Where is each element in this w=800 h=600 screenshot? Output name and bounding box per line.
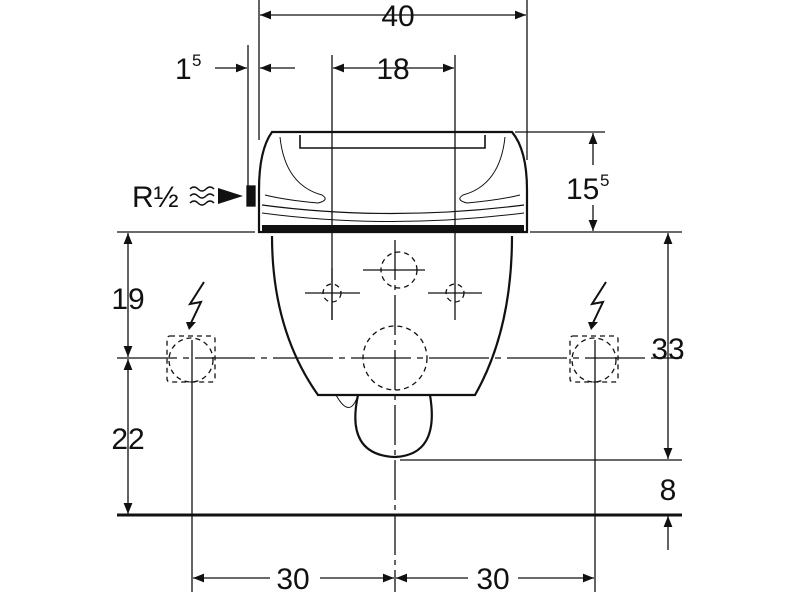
arrow-tip: [186, 322, 196, 330]
water-arrow: [218, 188, 243, 204]
dim-label-8: 8: [660, 474, 677, 507]
power-box-circle: [571, 337, 617, 383]
dim-label-18: 18: [376, 53, 409, 86]
power-box-right: [569, 335, 619, 383]
dim-label-30-left: 30: [276, 563, 309, 596]
dim-label-30-right: 30: [476, 563, 509, 596]
toilet-seat: [257, 130, 529, 234]
water-connector: [246, 185, 256, 207]
dim-label-40: 40: [381, 0, 414, 33]
electric-icon-left: [187, 281, 205, 326]
dim-label-33: 33: [651, 333, 684, 366]
dim-label-19: 19: [111, 283, 144, 316]
water-connection-label: R½: [132, 181, 179, 214]
dim-label-1-5: 1: [175, 53, 192, 86]
drain-outline: [362, 325, 428, 391]
dim-label-15-5-sup: 5: [600, 171, 609, 190]
dim-label-22: 22: [111, 423, 144, 456]
arrow-tip: [588, 322, 598, 330]
water-wave-icon: [189, 186, 215, 206]
electric-icon-right: [589, 281, 607, 326]
dim-label-1-5-sup: 5: [192, 51, 201, 70]
toilet-bowl: [270, 235, 514, 459]
power-box-left: [166, 335, 216, 383]
dim-label-15-5: 15: [566, 173, 599, 206]
power-box-circle: [168, 337, 214, 383]
